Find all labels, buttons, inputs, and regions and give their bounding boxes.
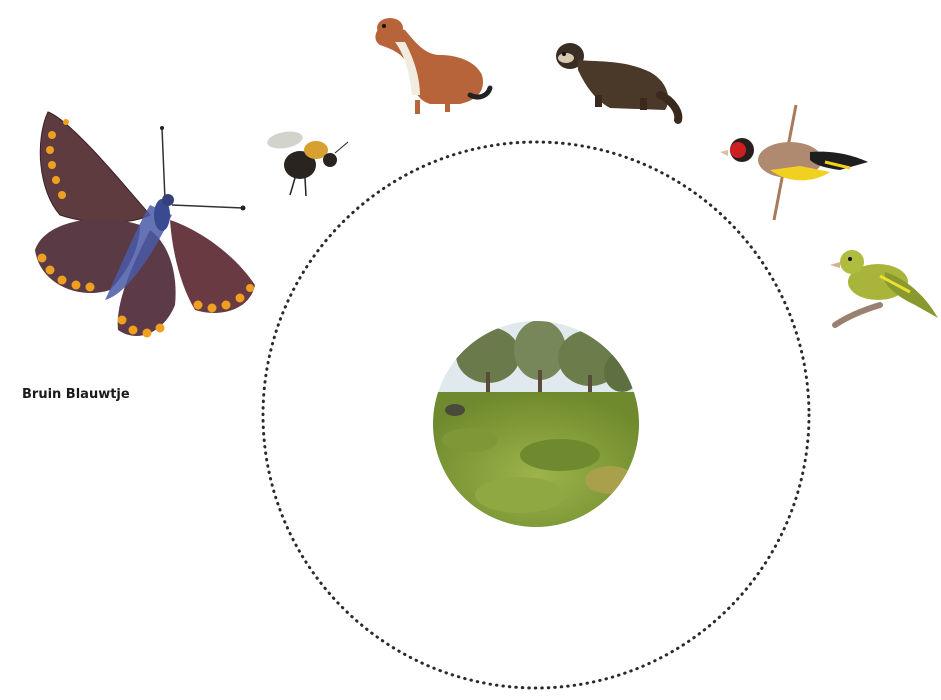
goldfinch-icon <box>720 105 868 220</box>
bumblebee-icon <box>266 129 348 196</box>
butterfly-label: Bruin Blauwtje <box>22 387 130 402</box>
heathland-landscape-icon <box>430 320 645 532</box>
polecat-icon <box>556 43 678 120</box>
stoat-icon <box>375 18 490 114</box>
butterfly-icon <box>35 112 255 338</box>
greenfinch-icon <box>830 250 938 325</box>
